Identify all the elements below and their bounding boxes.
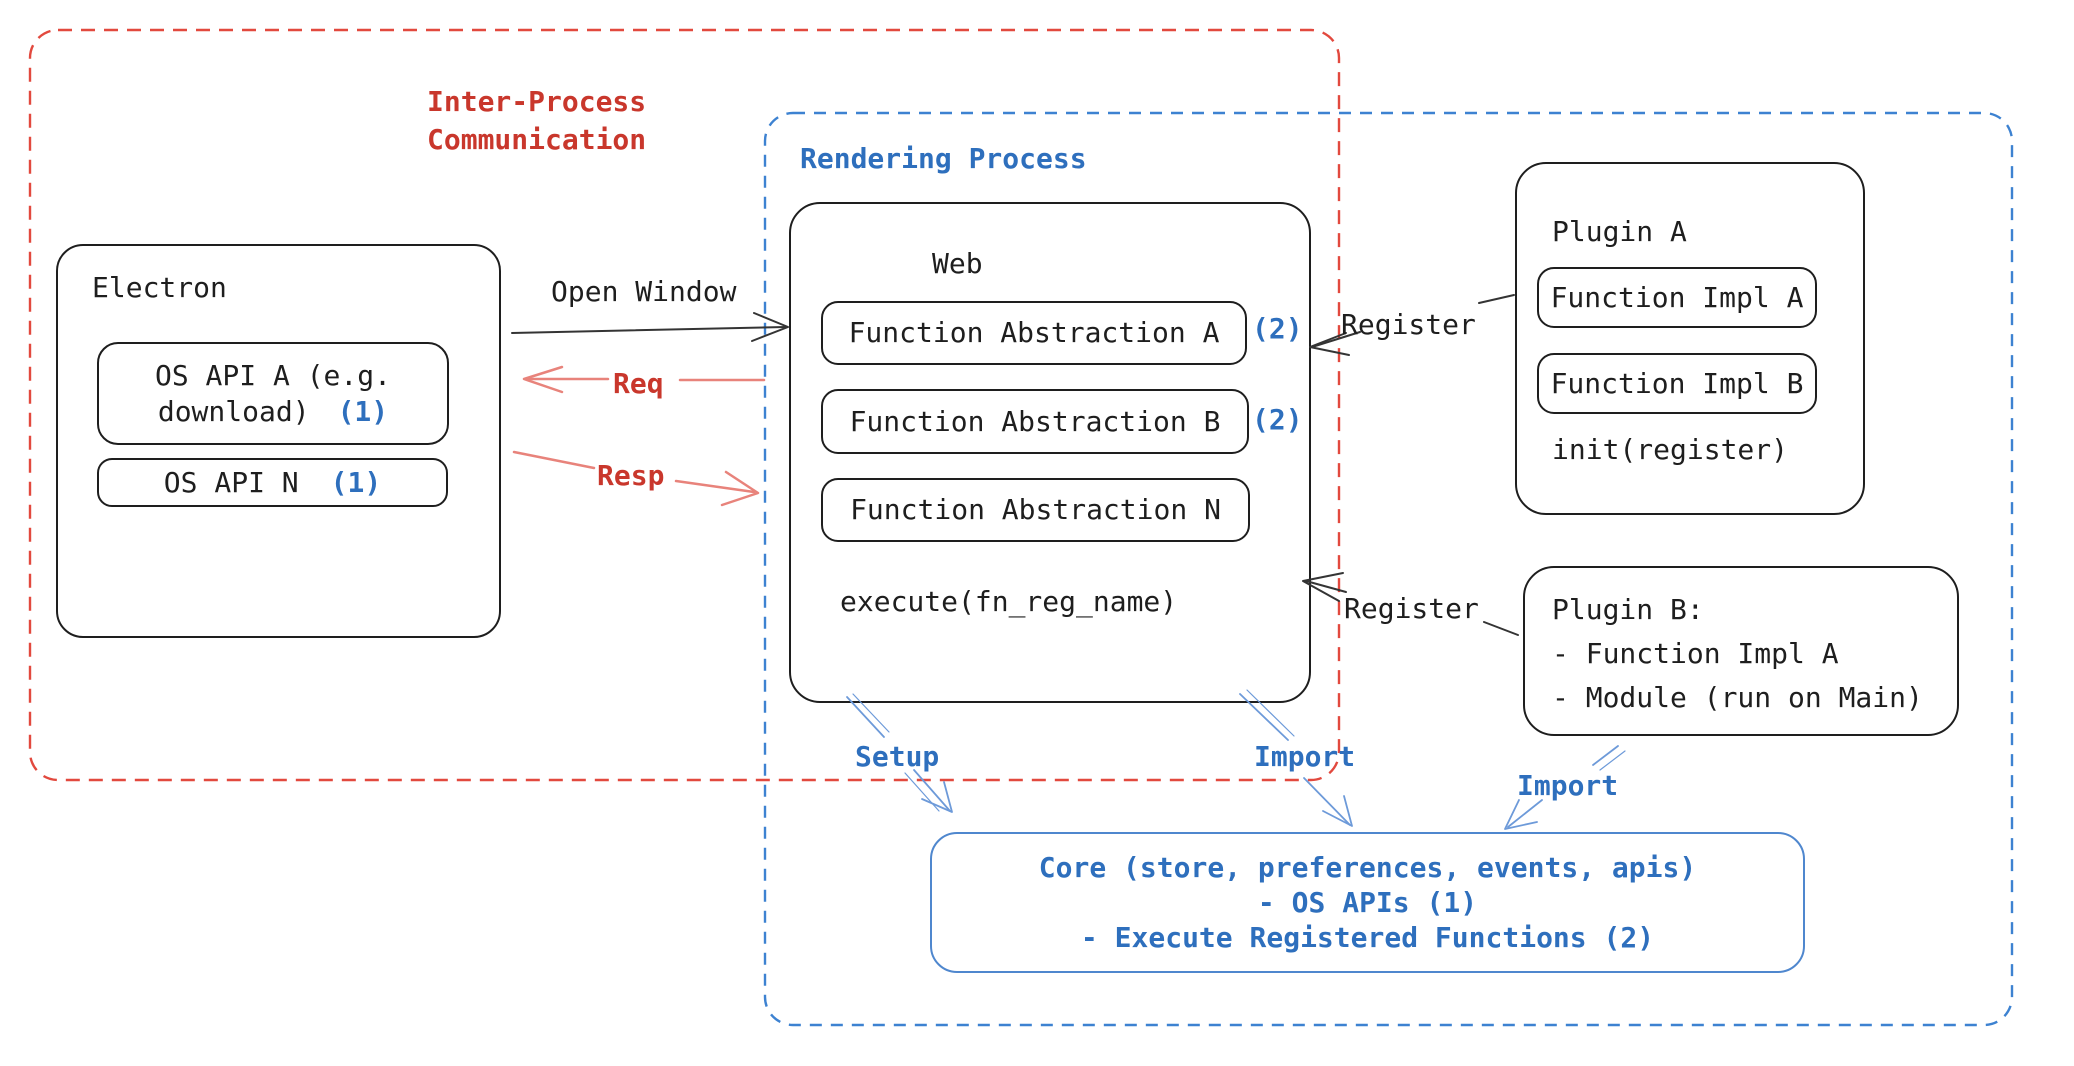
os-api-a-badge: (1) xyxy=(337,394,389,428)
os-api-a-box xyxy=(97,342,449,445)
plugin-b-box xyxy=(1523,566,1959,736)
os-api-n-text: OS API N xyxy=(163,465,299,499)
fn-impl-b-box xyxy=(1537,353,1817,414)
plugin-a-title: Plugin A xyxy=(1552,215,1687,248)
os-api-n-label: OS API N (1) xyxy=(98,459,447,506)
rendering-frame xyxy=(763,111,2014,1027)
import-right-arrow-slash1 xyxy=(1592,745,1619,766)
setup-label: Setup xyxy=(855,740,940,773)
open-window-label: Open Window xyxy=(551,275,737,308)
register-top-arrow-head xyxy=(1309,332,1350,356)
core-label: Core (store, preferences, events, apis) … xyxy=(931,833,1804,972)
register-bottom-arrow-tail xyxy=(1483,621,1519,636)
ipc-frame xyxy=(28,28,1341,782)
resp-arrow-line-left xyxy=(512,450,596,470)
register-top-arrow-line xyxy=(1311,331,1361,348)
import-mid-label: Import xyxy=(1254,740,1356,773)
resp-label: Resp xyxy=(597,459,665,492)
import-right-arrow-seg xyxy=(1507,799,1543,828)
electron-title: Electron xyxy=(92,271,227,304)
register-top-label: Register xyxy=(1341,308,1476,341)
import-mid-arrow-seg2 xyxy=(1303,777,1351,826)
import-mid-arrow-seg1 xyxy=(1239,693,1289,741)
core-box xyxy=(930,832,1805,973)
core-line3: - Execute Registered Functions (2) xyxy=(1080,921,1655,954)
plugin-a-box xyxy=(1515,162,1865,515)
import-right-arrow-slash2 xyxy=(1599,750,1626,771)
os-api-n-badge: (1) xyxy=(330,465,382,499)
register-bottom-arrow-head xyxy=(1302,572,1344,602)
os-api-a-line1: OS API A (e.g. xyxy=(154,358,391,392)
fn-abstraction-a-badge: (2) xyxy=(1252,312,1303,345)
setup-arrow-head xyxy=(921,781,953,813)
import-right-arrow-head xyxy=(1504,799,1538,830)
rendering-frame-title: Rendering Process xyxy=(800,142,1087,175)
setup-arrow-seg2 xyxy=(913,769,951,812)
execute-label: execute(fn_reg_name) xyxy=(840,585,1178,618)
fn-abstraction-a-label: Function Abstraction A xyxy=(848,316,1220,350)
req-arrow-head xyxy=(522,365,564,394)
setup-arrow-seg1 xyxy=(846,696,885,738)
fn-impl-b-label: Function Impl B xyxy=(1550,366,1804,400)
open-window-arrow-head xyxy=(751,312,789,342)
fn-abstraction-a-box xyxy=(821,301,1247,365)
fn-abstraction-b-box xyxy=(821,389,1249,454)
os-api-a-line2: download)(1) xyxy=(157,394,389,428)
init-register-label: init(register) xyxy=(1552,433,1789,466)
web-title: Web xyxy=(932,247,983,280)
open-window-arrow-line xyxy=(511,326,787,334)
import-mid-arrow-seg1-sketch xyxy=(1246,689,1295,737)
register-bottom-arrow-line xyxy=(1305,580,1347,593)
fn-abstraction-b-label: Function Abstraction B xyxy=(849,404,1221,438)
import-mid-arrow-head xyxy=(1322,795,1353,827)
register-top-arrow-tail xyxy=(1478,294,1515,304)
import-right-label: Import xyxy=(1517,769,1619,802)
core-line1: Core (store, preferences, events, apis) xyxy=(1038,851,1697,884)
os-api-n-box xyxy=(97,458,448,507)
fn-impl-a-label: Function Impl A xyxy=(1550,280,1804,314)
ipc-frame-title: Inter-Process Communication xyxy=(427,85,647,156)
fn-abstraction-b-badge: (2) xyxy=(1252,403,1303,436)
fn-abstraction-n-box xyxy=(821,478,1250,542)
core-line2: - OS APIs (1) xyxy=(1257,886,1478,919)
resp-arrow-line-right xyxy=(674,479,756,494)
fn-impl-a-box xyxy=(1537,267,1817,328)
plugin-b-label: Plugin B: - Function Impl A - Module (ru… xyxy=(1552,593,1923,714)
fn-abstraction-n-label: Function Abstraction N xyxy=(850,493,1221,527)
req-label: Req xyxy=(613,367,664,400)
setup-arrow-seg1-sketch xyxy=(852,693,890,733)
os-api-a-label: OS API A (e.g. download)(1) xyxy=(100,345,446,442)
register-bottom-label: Register xyxy=(1344,592,1479,625)
resp-arrow-head xyxy=(720,470,760,507)
